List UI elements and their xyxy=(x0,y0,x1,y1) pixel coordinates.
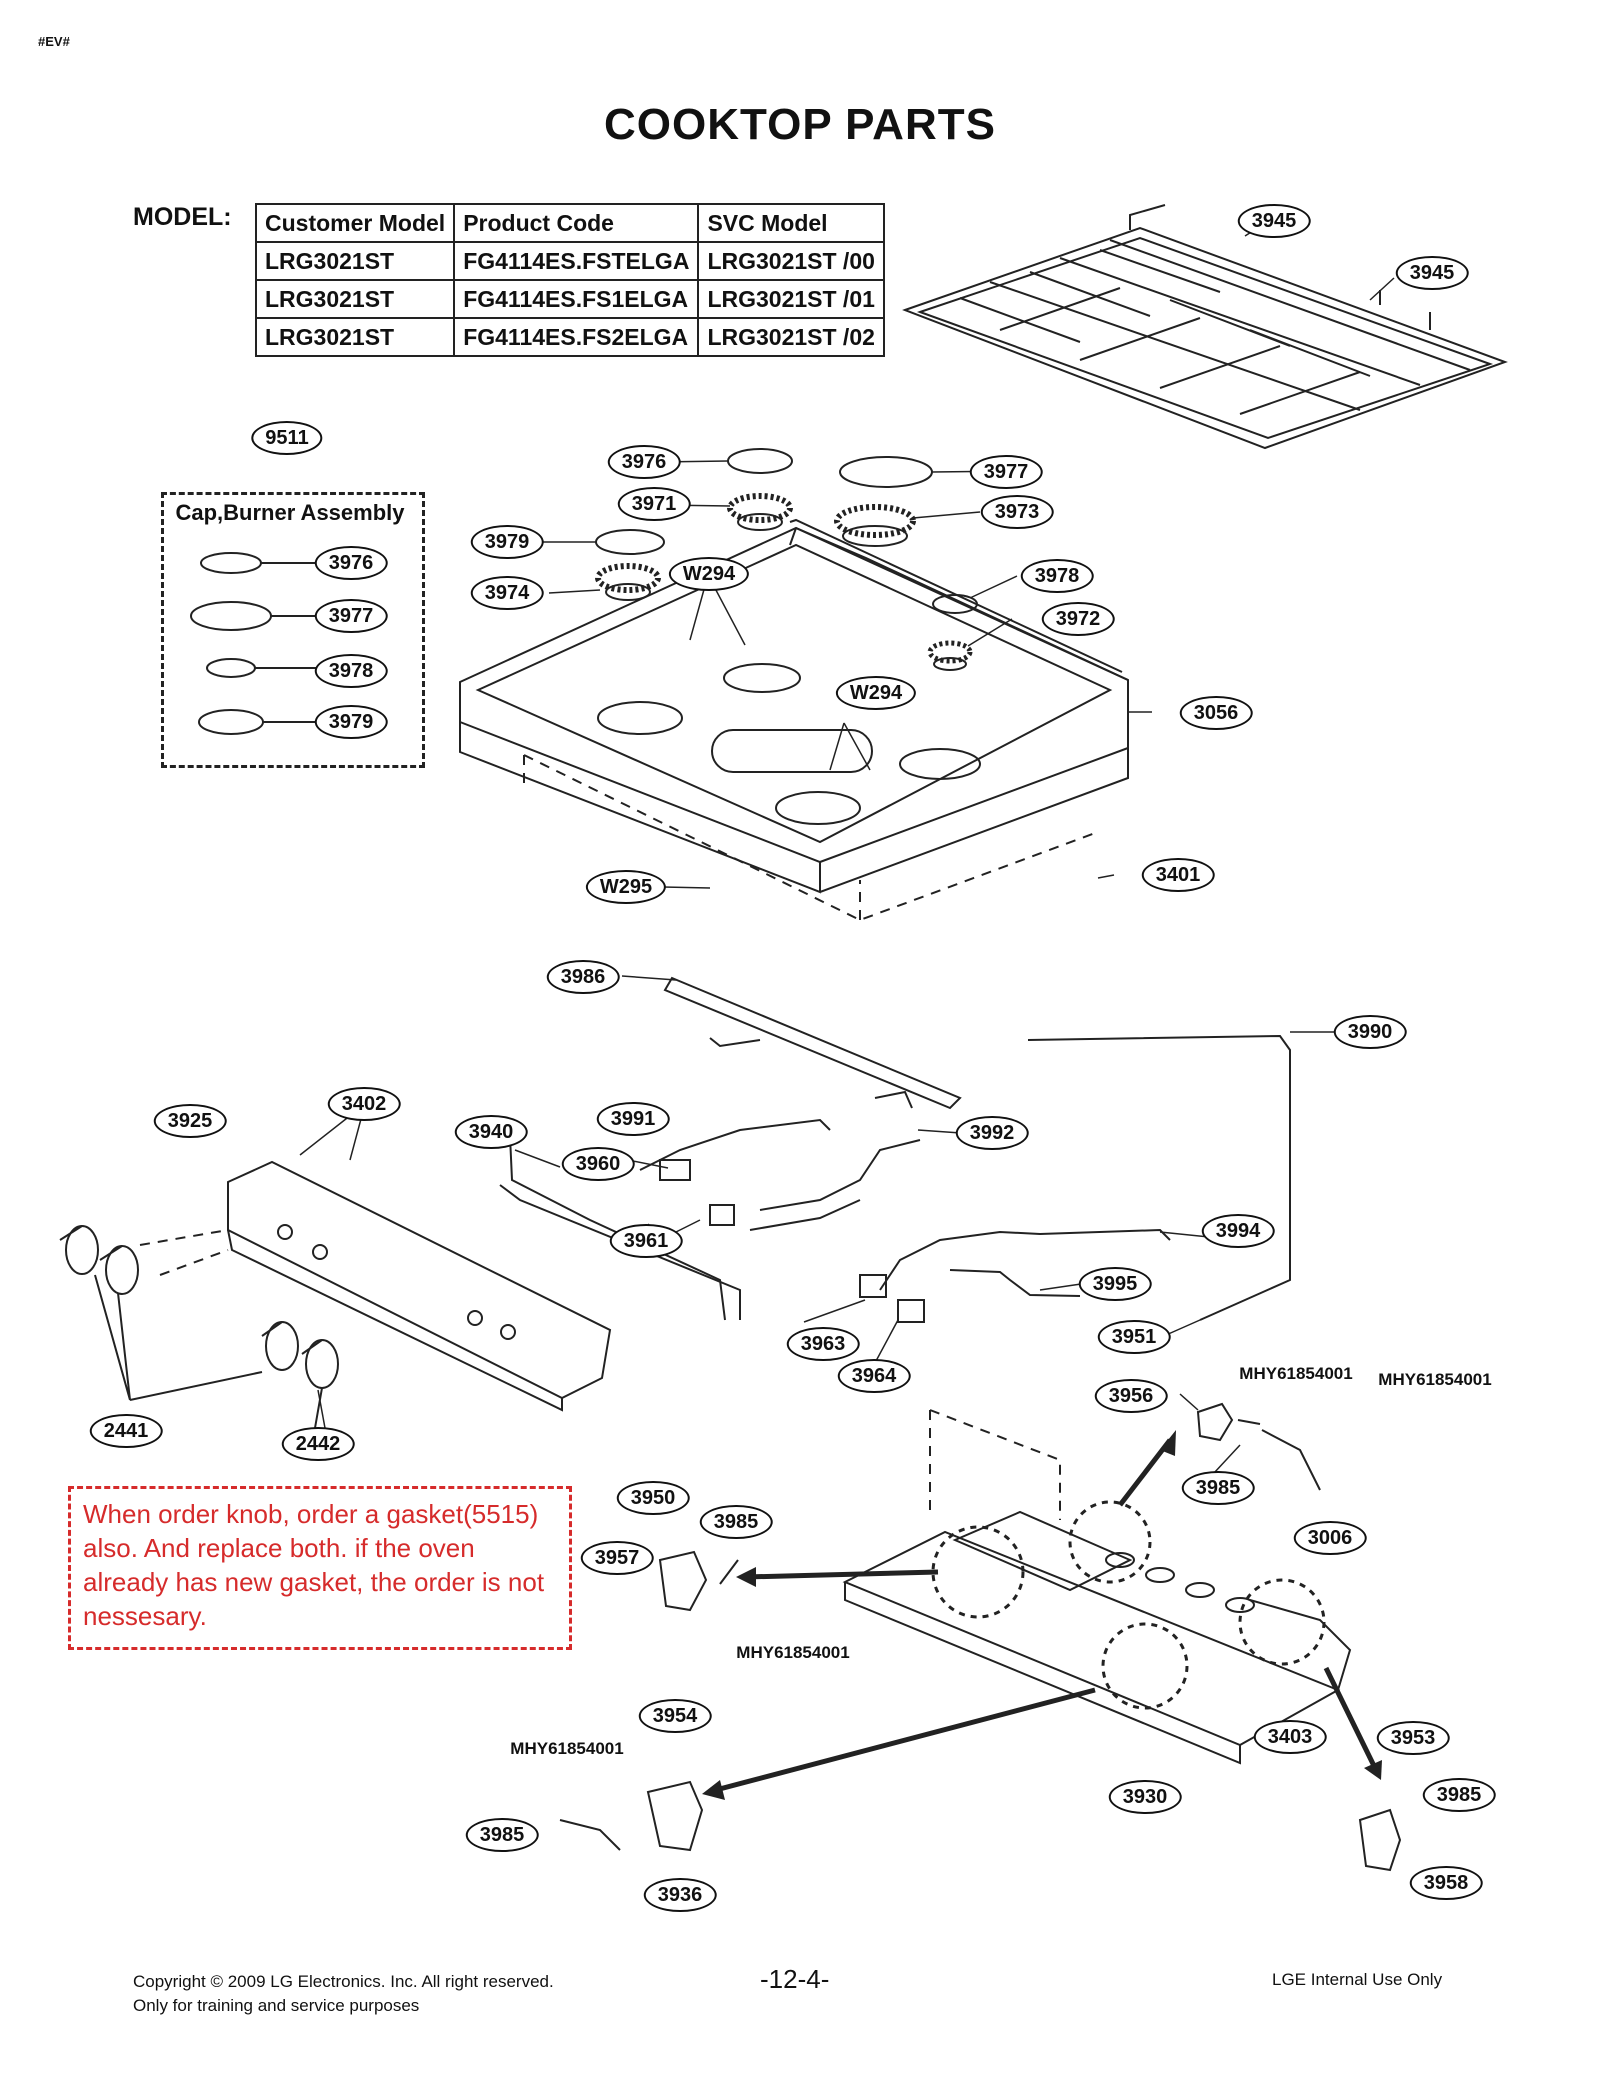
table-cell: FG4114ES.FSTELGA xyxy=(453,241,700,281)
part-label: W294 xyxy=(668,557,750,591)
part-label: 3986 xyxy=(546,960,620,994)
part-label: 3925 xyxy=(153,1104,227,1138)
table-row: LRG3021ST FG4114ES.FS2ELGA LRG3021ST /02 xyxy=(254,317,885,357)
part-label: 3976 xyxy=(607,445,681,479)
arrows xyxy=(711,1438,1379,1794)
part-label: 3985 xyxy=(465,1818,539,1852)
header-tag: #EV# xyxy=(38,34,70,49)
table-row: LRG3021ST FG4114ES.FS1ELGA LRG3021ST /01 xyxy=(254,279,885,319)
part-label: 3977 xyxy=(969,455,1043,489)
part-label: 3985 xyxy=(699,1505,773,1539)
part-label: 3954 xyxy=(638,1699,712,1733)
cap-box-part-label: 3977 xyxy=(314,599,388,633)
part-label: 3994 xyxy=(1201,1214,1275,1248)
copyright-line: Only for training and service purposes xyxy=(133,1996,420,2015)
part-label: 3940 xyxy=(454,1115,528,1149)
part-label: 3978 xyxy=(1020,559,1094,593)
part-label: 3961 xyxy=(609,1224,683,1258)
highlight-circles xyxy=(931,1500,1326,1710)
part-label: 3403 xyxy=(1253,1720,1327,1754)
part-label: 3945 xyxy=(1395,256,1469,290)
part-number-label: MHY61854001 xyxy=(510,1739,624,1758)
cap-box-part-label: 3979 xyxy=(314,705,388,739)
model-table-header: SVC Model xyxy=(697,203,885,243)
table-row: LRG3021ST FG4114ES.FSTELGA LRG3021ST /00 xyxy=(254,241,885,281)
model-table: Customer Model Product Code SVC Model LR… xyxy=(254,203,885,357)
part-label: 3950 xyxy=(616,1481,690,1515)
leader-lines xyxy=(299,221,1395,1474)
knob-gasket-note: When order knob, order a gasket(5515) al… xyxy=(68,1486,572,1650)
part-label: 3401 xyxy=(1141,858,1215,892)
model-table-header-row: Customer Model Product Code SVC Model xyxy=(254,203,885,243)
control-panel-drawing xyxy=(59,1126,726,1429)
part-label: 3964 xyxy=(837,1359,911,1393)
part-label: 3958 xyxy=(1409,1866,1483,1900)
table-cell: LRG3021ST xyxy=(254,241,456,281)
cooktop-drawing xyxy=(459,518,1129,922)
arrowheads xyxy=(702,1430,1382,1800)
part-number-label: MHY61854001 xyxy=(1378,1370,1492,1389)
cap-box-ref-label: 9511 xyxy=(251,421,323,455)
part-label: 3956 xyxy=(1094,1379,1168,1413)
manifold-drawing xyxy=(499,976,1291,1323)
part-label: 3957 xyxy=(580,1541,654,1575)
model-table-header: Product Code xyxy=(453,203,700,243)
part-label: W295 xyxy=(585,870,667,904)
table-cell: LRG3021ST /00 xyxy=(697,241,885,281)
part-label: 3971 xyxy=(617,487,691,521)
part-label: 3990 xyxy=(1333,1015,1407,1049)
part-label: W294 xyxy=(835,676,917,710)
part-label: 2442 xyxy=(281,1427,355,1461)
model-label: MODEL: xyxy=(133,203,232,231)
copyright-line: Copyright © 2009 LG Electronics. Inc. Al… xyxy=(133,1972,554,1991)
part-label: 3985 xyxy=(1181,1471,1255,1505)
cap-box-drawing xyxy=(190,552,319,735)
page-title: COOKTOP PARTS xyxy=(604,100,996,149)
part-label: 3402 xyxy=(327,1087,401,1121)
part-label: 3945 xyxy=(1237,204,1311,238)
part-label: 3963 xyxy=(786,1327,860,1361)
table-cell: LRG3021ST xyxy=(254,317,456,357)
part-label: 3960 xyxy=(561,1147,635,1181)
table-cell: FG4114ES.FS1ELGA xyxy=(453,279,700,319)
table-cell: LRG3021ST /02 xyxy=(697,317,885,357)
cap-box-part-label: 3976 xyxy=(314,546,388,580)
part-label: 3985 xyxy=(1422,1778,1496,1812)
table-cell: LRG3021ST /01 xyxy=(697,279,885,319)
cap-box-part-label: 3978 xyxy=(314,654,388,688)
part-number-label: MHY61854001 xyxy=(1239,1364,1353,1383)
part-label: 3056 xyxy=(1179,696,1253,730)
copyright: Copyright © 2009 LG Electronics. Inc. Al… xyxy=(133,1970,554,2018)
part-label: 3973 xyxy=(980,495,1054,529)
part-label: 3006 xyxy=(1293,1521,1367,1555)
cap-burner-assembly-title: Cap,Burner Assembly xyxy=(175,500,405,525)
page-number: -12-4- xyxy=(760,1964,830,1994)
part-number-label: MHY61854001 xyxy=(736,1643,850,1662)
part-label: 3974 xyxy=(470,576,544,610)
internal-use-note: LGE Internal Use Only xyxy=(1272,1970,1443,1989)
part-label: 3995 xyxy=(1078,1267,1152,1301)
part-label: 3953 xyxy=(1376,1721,1450,1755)
part-label: 3972 xyxy=(1041,602,1115,636)
burner-parts-drawing xyxy=(595,448,978,671)
model-table-header: Customer Model xyxy=(254,203,456,243)
part-label: 2441 xyxy=(89,1414,163,1448)
table-cell: LRG3021ST xyxy=(254,279,456,319)
cap-burner-assembly-box xyxy=(161,492,425,768)
part-label: 3951 xyxy=(1097,1320,1171,1354)
grate-drawing xyxy=(902,204,1508,450)
burner-bracket-drawing xyxy=(559,1402,1402,1872)
part-label: 3992 xyxy=(955,1116,1029,1150)
burner-box-drawing xyxy=(842,1409,1352,1765)
part-label: 3930 xyxy=(1108,1780,1182,1814)
table-cell: FG4114ES.FS2ELGA xyxy=(453,317,700,357)
part-label: 3979 xyxy=(470,525,544,559)
part-label: 3936 xyxy=(643,1878,717,1912)
part-label: 3991 xyxy=(596,1102,670,1136)
